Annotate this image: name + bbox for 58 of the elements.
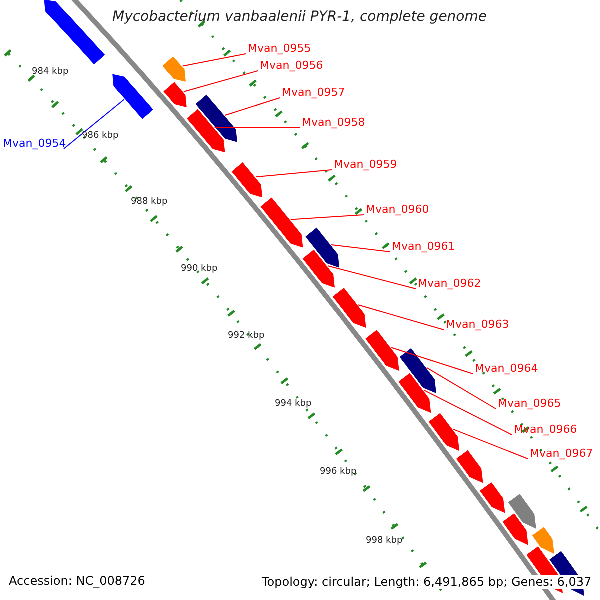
gene-feature-bar bbox=[502, 514, 528, 546]
gene-label: Mvan_0963 bbox=[446, 318, 510, 331]
gene-label: Mvan_0956 bbox=[260, 59, 324, 72]
gene-feature-bar bbox=[398, 373, 432, 414]
gene-feature-bar bbox=[332, 288, 366, 328]
gene-label: Mvan_0957 bbox=[282, 86, 346, 99]
scale-label: 998 kbp bbox=[366, 536, 403, 546]
gene-feature-bar bbox=[232, 162, 263, 198]
footer-text: Accession: NC_008726 bbox=[9, 574, 146, 588]
gene-label: Mvan_0958 bbox=[302, 116, 366, 129]
leader-line bbox=[331, 244, 390, 252]
leader-line bbox=[290, 214, 364, 220]
gene-feature-bar bbox=[187, 109, 226, 153]
leader-line bbox=[64, 99, 125, 150]
gene-feature-bar bbox=[428, 413, 460, 452]
gene-feature-bar bbox=[508, 494, 536, 529]
gene-label: Mvan_0955 bbox=[248, 42, 312, 55]
gene-feature-bar bbox=[456, 450, 484, 484]
gene-feature-bar bbox=[112, 74, 154, 120]
gene-feature-bar bbox=[162, 56, 186, 82]
leader-line bbox=[358, 304, 444, 330]
gene-label: Mvan_0961 bbox=[392, 240, 456, 253]
gene-label: Mvan_0967 bbox=[530, 447, 594, 460]
leader-line bbox=[452, 428, 528, 460]
gene-label: Mvan_0954 bbox=[3, 137, 66, 150]
leader-line bbox=[327, 265, 416, 290]
gene-label: Mvan_0965 bbox=[498, 397, 562, 410]
footer-text: Topology: circular; Length: 6,491,865 bp; Genes: 6,037 bbox=[262, 575, 592, 589]
gene-feature-bar bbox=[480, 482, 506, 514]
leader-line bbox=[183, 70, 258, 92]
gene-feature-bar bbox=[44, 0, 106, 65]
scale-label: 994 kbp bbox=[275, 399, 312, 409]
diagram-title: Mycobacterium vanbaalenii PYR-1, complete genome bbox=[112, 9, 487, 25]
leader-line bbox=[182, 54, 246, 67]
leader-line bbox=[391, 347, 474, 374]
leader-line bbox=[224, 98, 280, 116]
scale-label: 986 kbp bbox=[82, 131, 119, 141]
leader-line bbox=[214, 127, 300, 128]
gene-feature-bar bbox=[400, 348, 436, 394]
gene-feature-bar bbox=[306, 228, 340, 268]
gene-label: Mvan_0962 bbox=[418, 277, 482, 290]
scale-label: 996 kbp bbox=[320, 467, 357, 477]
gene-feature-bar bbox=[260, 198, 304, 248]
leader-line bbox=[256, 170, 332, 178]
gene-label: Mvan_0959 bbox=[334, 158, 398, 171]
leader-line bbox=[424, 390, 512, 436]
gene-feature-bar bbox=[532, 527, 554, 554]
scale-label: 992 kbp bbox=[228, 331, 265, 341]
gene-feature-bar bbox=[196, 94, 238, 142]
scale-label: 988 kbp bbox=[131, 197, 168, 207]
scale-label: 990 kbp bbox=[181, 264, 218, 274]
gene-label: Mvan_0960 bbox=[366, 203, 430, 216]
gene-label: Mvan_0964 bbox=[475, 362, 538, 375]
gene-feature-bar bbox=[366, 330, 400, 371]
gene-feature-bar bbox=[302, 250, 335, 288]
gene-feature-bar bbox=[164, 82, 187, 108]
scale-label: 984 kbp bbox=[32, 67, 69, 77]
leader-line bbox=[426, 368, 496, 410]
